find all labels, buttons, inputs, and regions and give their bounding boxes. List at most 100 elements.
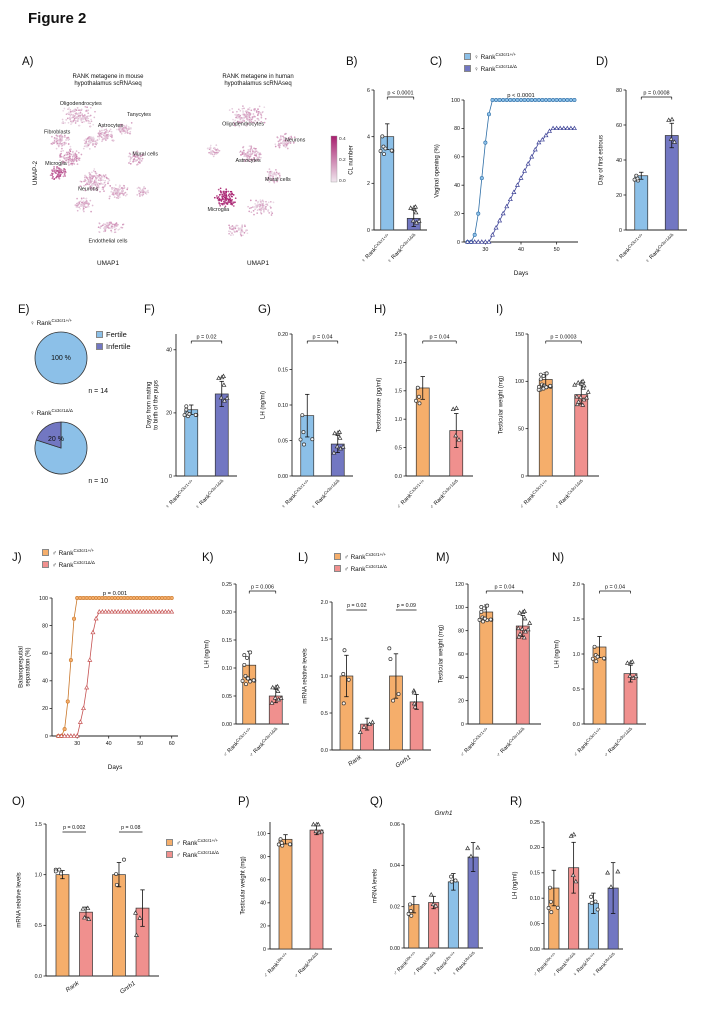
svg-text:Neurons: Neurons [78,186,99,192]
svg-text:20: 20 [458,698,464,704]
svg-text:20: 20 [260,924,266,930]
svg-text:60: 60 [260,878,266,884]
svg-text:hypothalamus scRNAseq: hypothalamus scRNAseq [224,81,291,87]
svg-text:RANK metagene in human: RANK metagene in human [222,74,293,80]
svg-text:Days from mating: Days from mating [147,381,153,428]
svg-text:80: 80 [454,126,460,132]
svg-text:0.2: 0.2 [339,157,346,163]
svg-text:Day of first estrous: Day of first estrous [599,135,605,185]
panel-h-letter: H) [374,304,387,316]
umap-colorbar: 0.40.20.0 [330,135,346,184]
svg-text:LH (ng/ml): LH (ng/ml) [205,640,211,668]
svg-text:0.15: 0.15 [222,638,232,644]
legend-swatch [464,65,471,73]
svg-text:hypothalamus scRNAseq: hypothalamus scRNAseq [74,81,141,87]
svg-text:♂ RankCx3cr1+/+: ♂ RankCx3cr1+/+ [572,726,605,759]
legend-swatch [42,549,49,557]
svg-text:100: 100 [515,379,524,385]
svg-text:100 %: 100 % [51,355,71,362]
svg-text:40: 40 [518,247,524,253]
legend-label: ♂ RankCx3cr1+/+ [176,838,219,848]
svg-text:20: 20 [42,706,48,712]
svg-text:p < 0.0001: p < 0.0001 [507,93,535,99]
svg-text:30: 30 [482,247,488,253]
panel-c-letter: C) [430,56,443,68]
legend-label: ♂ RankCx3cr1+/+ [344,552,387,562]
svg-text:50: 50 [137,741,143,747]
svg-text:1.5: 1.5 [321,637,328,643]
svg-text:CL number: CL number [349,145,355,174]
svg-text:mRNA relative levels: mRNA relative levels [17,872,23,927]
legend-swatch [96,343,103,350]
legend-item: ♀ RankCx3cr1+/+ [464,52,517,62]
svg-text:LH (ng/ml): LH (ng/ml) [261,391,267,419]
svg-text:4: 4 [367,134,370,140]
legend-swatch [334,565,341,573]
legend-label: ♂ RankCx3cr1Δ/Δ [344,563,387,573]
svg-text:♀ RankCx3cr1Δ/Δ: ♀ RankCx3cr1Δ/Δ [193,478,226,511]
svg-text:40: 40 [454,183,460,189]
svg-text:0.15: 0.15 [530,871,540,877]
svg-text:40: 40 [106,741,112,747]
svg-text:0.00: 0.00 [390,946,400,952]
svg-text:0.5: 0.5 [321,711,328,717]
legend-item: Infertile [96,342,131,351]
svg-text:Rank: Rank [347,753,364,768]
svg-text:2: 2 [367,181,370,187]
panel-n-letter: N) [552,552,565,564]
legend-label: Infertile [106,342,131,351]
svg-text:p = 0.0003: p = 0.0003 [550,335,576,341]
panel-r-letter: R) [510,796,523,808]
svg-text:150: 150 [515,332,524,338]
svg-text:mRNA relative levels: mRNA relative levels [303,648,309,703]
panel-l-letter: L) [298,552,309,564]
svg-text:0.20: 0.20 [530,845,540,851]
svg-text:♂ RankCx3cr1Δ/Δ: ♂ RankCx3cr1Δ/Δ [553,478,586,511]
panel-k-letter: K) [202,552,214,564]
panel-q-letter: Q) [370,796,383,808]
svg-text:0.0: 0.0 [35,974,42,980]
legend-label: Fertile [106,330,127,339]
svg-text:Testicular weight (mg): Testicular weight (mg) [439,625,445,683]
svg-text:60: 60 [458,652,464,658]
svg-text:80: 80 [42,623,48,629]
legend-label: ♂ RankCx3cr1Δ/Δ [52,559,95,569]
svg-text:0: 0 [169,474,172,480]
svg-text:0.0: 0.0 [573,722,580,728]
svg-text:UMAP1: UMAP1 [247,260,269,267]
svg-text:mRNA levels: mRNA levels [373,869,379,903]
svg-text:p = 0.002: p = 0.002 [63,825,85,831]
svg-text:Gnrh1: Gnrh1 [119,980,137,996]
svg-text:1.5: 1.5 [35,822,42,828]
legend-label: ♂ RankCx3cr1+/+ [52,548,95,558]
panel-e-letter: E) [18,304,30,316]
mrna-legend-2: ♂ RankCx3cr1+/+♂ RankCx3cr1Δ/Δ [166,838,219,860]
svg-text:♀ RankCx3cr1Δ/Δ: ♀ RankCx3cr1Δ/Δ [643,232,676,265]
svg-text:0.5: 0.5 [395,445,402,451]
svg-text:1.5: 1.5 [573,617,580,623]
svg-text:0.10: 0.10 [530,896,540,902]
svg-text:Rank: Rank [65,979,82,994]
svg-text:Gnrh1: Gnrh1 [394,754,412,770]
legend-label: ♀ RankCx3cr1Δ/Δ [474,63,517,73]
svg-text:to birth of the pups: to birth of the pups [153,380,159,430]
svg-text:60: 60 [169,741,175,747]
svg-text:p = 0.04: p = 0.04 [605,585,625,591]
svg-text:2.0: 2.0 [321,600,328,606]
